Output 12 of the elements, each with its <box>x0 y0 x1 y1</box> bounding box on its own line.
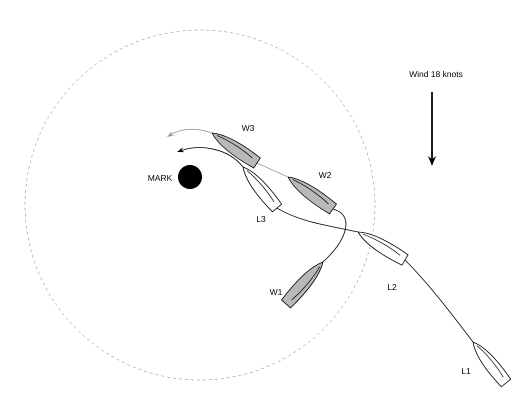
boat-label: W3 <box>242 125 254 131</box>
boat-label: L2 <box>388 284 396 290</box>
track-line <box>276 208 358 232</box>
boat-label: L1 <box>462 368 470 374</box>
boat-label: L3 <box>256 216 266 222</box>
track-line <box>256 162 288 178</box>
track-line <box>404 260 474 342</box>
mark-label: MARK <box>148 175 172 181</box>
wind-label: Wind 18 knots <box>409 70 462 78</box>
boat-label: W2 <box>318 172 331 178</box>
track-line <box>322 208 346 262</box>
boat-label: W1 <box>270 289 282 295</box>
